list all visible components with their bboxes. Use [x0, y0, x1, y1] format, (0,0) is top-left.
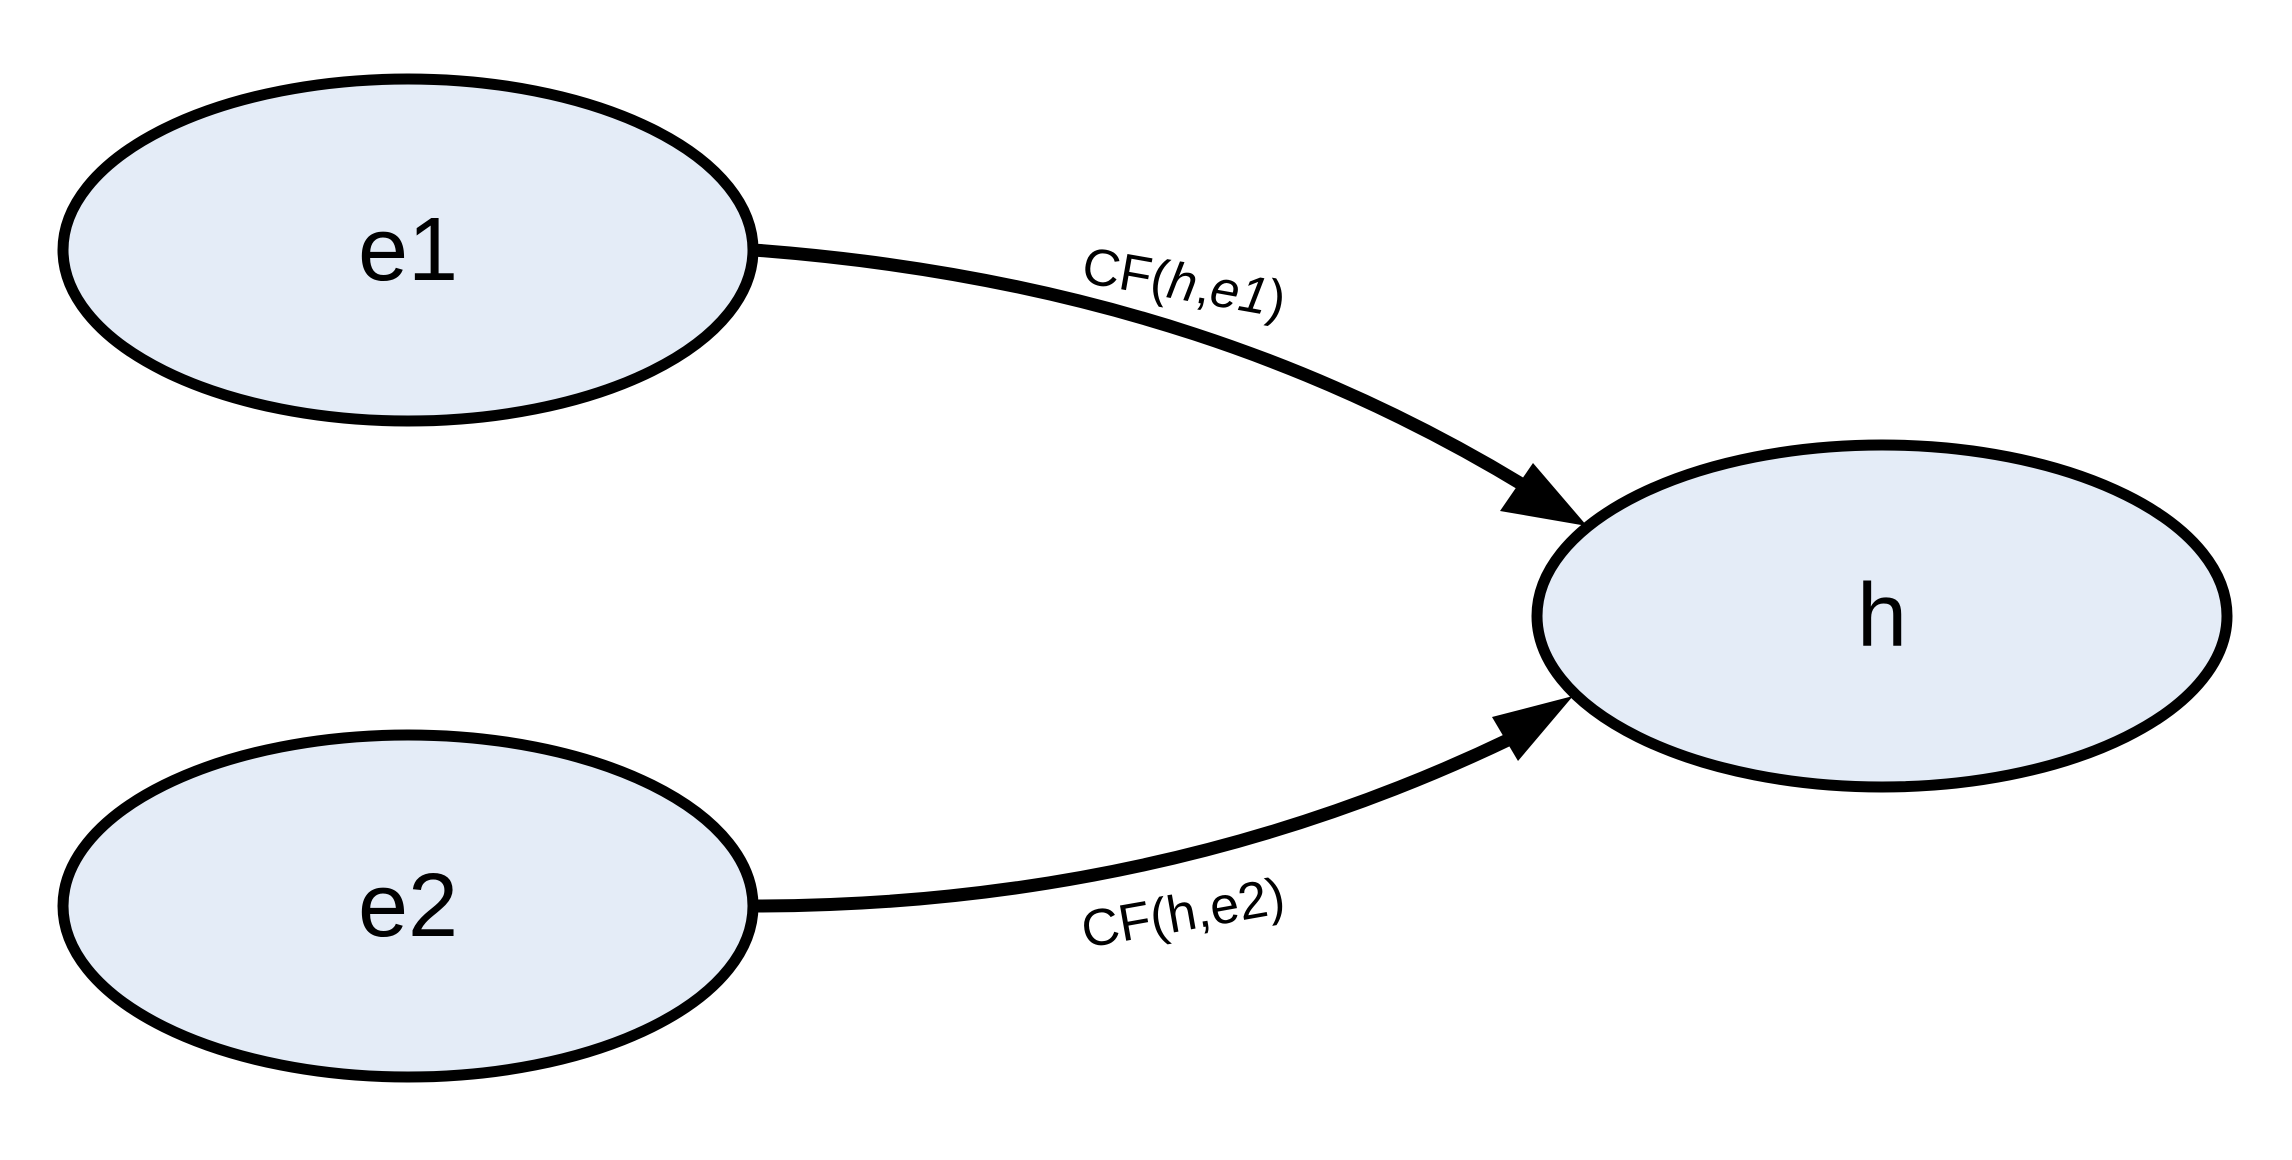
node-e2-ellipse — [57, 729, 759, 1083]
edge-e1-to-h: CF(h,e1) — [753, 237, 1587, 526]
node-e1-ellipse — [57, 73, 759, 427]
edge-e1-to-h-label-arg: e1 — [1206, 259, 1273, 326]
node-e2[interactable]: e2 — [57, 729, 759, 1083]
edge-e2-to-h-label: CF(h,e2) — [1077, 867, 1289, 960]
edge-e2-to-h: CF(h,e2) — [753, 696, 1573, 960]
edge-e2-to-h-arrowhead — [1492, 696, 1573, 761]
node-e1-label: e1 — [358, 200, 458, 300]
node-h-label: h — [1857, 566, 1907, 666]
edge-e1-to-h-arrowhead — [1500, 463, 1587, 526]
node-e1[interactable]: e1 — [57, 73, 759, 427]
edge-e1-to-h-line — [753, 243, 1532, 494]
node-h[interactable]: h — [1531, 439, 2233, 793]
edge-e1-to-h-label: CF(h,e1) — [1078, 237, 1290, 330]
node-e2-label: e2 — [358, 856, 458, 956]
node-h-ellipse — [1531, 439, 2233, 793]
edge-e2-to-h-line — [753, 732, 1515, 913]
